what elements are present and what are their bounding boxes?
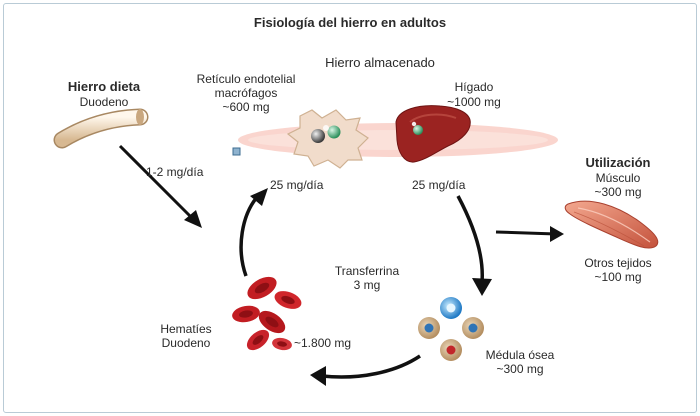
storage-out-rate: 25 mg/día [412, 178, 466, 192]
arrow-diet-to-cycle [118, 144, 198, 224]
muscle-icon [564, 200, 659, 249]
marker-square-icon [232, 147, 241, 156]
transferrin-label: Transferrina [334, 264, 400, 278]
rbc-amount: ~1.800 mg [294, 336, 352, 350]
reticulo-amount: ~600 mg [222, 100, 270, 114]
reticulo-line2: macrófagos [214, 86, 278, 100]
storage-title: Hierro almacenado [325, 55, 435, 70]
muscle-label: Músculo [595, 171, 641, 185]
flow-arrows [118, 144, 564, 386]
diet-rate: 1-2 mg/día [146, 165, 204, 179]
marrow-label: Médula ósea [485, 348, 555, 362]
liver-icon [395, 105, 471, 163]
duodenum-tube-icon [53, 108, 149, 149]
reticulo-line1: Retículo endotelial [196, 72, 296, 86]
other-tissues-label: Otros tejidos [584, 256, 652, 270]
macrophage-icon [286, 109, 369, 169]
arrow-rbc-to-storage [239, 194, 260, 277]
arrow-marrow-head [472, 278, 492, 296]
arrow-utilization-head [550, 226, 564, 242]
marrow-amount: ~300 mg [496, 362, 544, 376]
transferrin-amount: 3 mg [353, 278, 381, 292]
arrow-diet-head [184, 210, 202, 228]
utilization-title: Utilización [585, 155, 651, 170]
arrow-to-utilization [495, 230, 557, 236]
muscle-amount: ~300 mg [594, 185, 642, 199]
rbc-line2: Duodeno [161, 336, 211, 350]
rbc-line1: Hematíes [160, 322, 212, 336]
arrow-rbc-head [310, 366, 326, 386]
arrow-marrow-to-rbc [321, 354, 421, 379]
liver-amount: ~1000 mg [447, 95, 501, 109]
arrow-storage-to-marrow [456, 195, 484, 283]
figure-title: Fisiología del hierro en adultos [253, 15, 447, 30]
storage-in-rate: 25 mg/día [270, 178, 324, 192]
liver-name: Hígado [454, 80, 494, 94]
bone-marrow-cells-icon [418, 297, 484, 361]
diet-subtitle: Duodeno [79, 95, 129, 109]
red-blood-cells-icon [232, 276, 302, 351]
arrow-storage-head [250, 188, 268, 206]
other-tissues-amount: ~100 mg [594, 270, 642, 284]
diet-title: Hierro dieta [67, 79, 141, 94]
